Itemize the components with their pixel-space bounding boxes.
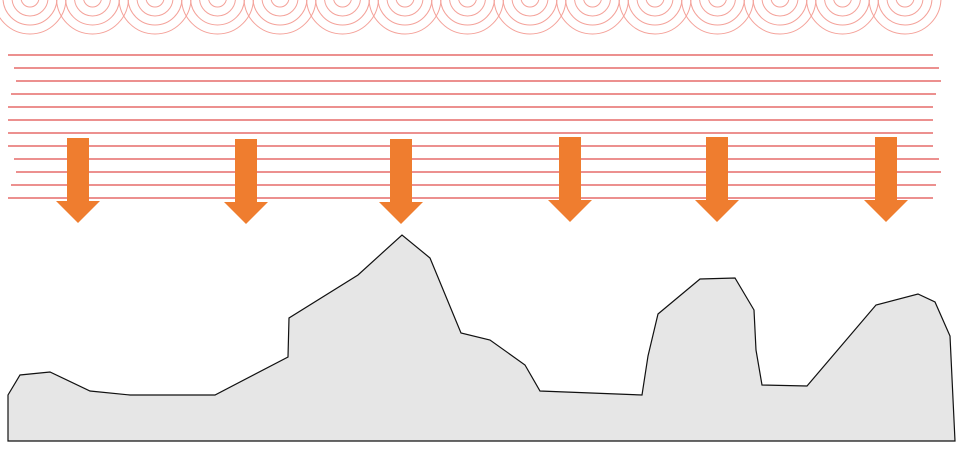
wave-arc xyxy=(136,0,174,17)
wave-arc xyxy=(511,0,549,17)
wave-arc xyxy=(440,0,495,26)
wave-arc xyxy=(877,0,933,26)
wave-arc xyxy=(306,0,379,35)
wave-arc xyxy=(770,0,790,8)
wave-arc xyxy=(386,0,424,17)
wave-arc xyxy=(395,0,415,8)
wave-arc xyxy=(315,0,370,26)
wave-arc xyxy=(815,0,870,26)
wave-arc xyxy=(2,0,58,26)
wave-arc xyxy=(65,0,120,26)
downward-arrows xyxy=(56,137,908,224)
wave-arc xyxy=(868,0,942,35)
wave-arc xyxy=(886,0,924,17)
wave-arc xyxy=(118,0,192,35)
wave-arc xyxy=(627,0,683,26)
wave-arc xyxy=(895,0,915,8)
wave-arc xyxy=(377,0,433,26)
wave-arc xyxy=(583,0,602,8)
wave-arc xyxy=(431,0,504,35)
arrow-down-icon xyxy=(379,139,423,224)
wave-arc xyxy=(458,0,477,8)
arrow-down-icon xyxy=(56,138,100,223)
plane-wave-fronts xyxy=(8,54,941,199)
wave-arc xyxy=(743,0,817,35)
wave-arc xyxy=(20,0,40,8)
wave-arc xyxy=(565,0,620,26)
wave-arc xyxy=(368,0,442,35)
wave-arc xyxy=(56,0,129,35)
wave-arc xyxy=(83,0,102,8)
terrain-profile xyxy=(7,234,956,442)
wave-arc xyxy=(127,0,183,26)
wave-arc xyxy=(74,0,111,17)
wave-arc xyxy=(645,0,665,8)
wave-arc xyxy=(708,0,727,8)
spherical-wave-fronts xyxy=(0,0,942,35)
wave-arc xyxy=(833,0,852,8)
arrow-down-icon xyxy=(864,137,908,222)
wave-arc xyxy=(574,0,611,17)
wave-arc xyxy=(199,0,236,17)
arrow-down-icon xyxy=(695,137,739,222)
wave-arc xyxy=(699,0,736,17)
wave-arc xyxy=(190,0,245,26)
wave-arc xyxy=(806,0,879,35)
wave-arc xyxy=(243,0,317,35)
wave-arc xyxy=(261,0,299,17)
wave-arc xyxy=(208,0,227,8)
wave-arc xyxy=(752,0,808,26)
wave-arc xyxy=(690,0,745,26)
wave-arc xyxy=(824,0,861,17)
wave-arc xyxy=(449,0,486,17)
wave-arc xyxy=(270,0,290,8)
wave-arc xyxy=(520,0,540,8)
wave-arc xyxy=(502,0,558,26)
wave-arc xyxy=(252,0,308,26)
wave-arc xyxy=(0,0,67,35)
wave-arc xyxy=(333,0,352,8)
wave-arc xyxy=(11,0,49,17)
wave-arc xyxy=(681,0,754,35)
wave-arc xyxy=(636,0,674,17)
wave-arc xyxy=(145,0,165,8)
wave-arc xyxy=(618,0,692,35)
arrow-down-icon xyxy=(548,137,592,222)
wave-arc xyxy=(556,0,629,35)
terrain-shape xyxy=(7,234,956,442)
wave-arc xyxy=(324,0,361,17)
arrow-down-icon xyxy=(224,139,268,224)
wave-arc xyxy=(181,0,254,35)
wave-arc xyxy=(761,0,799,17)
wave-arc xyxy=(493,0,567,35)
